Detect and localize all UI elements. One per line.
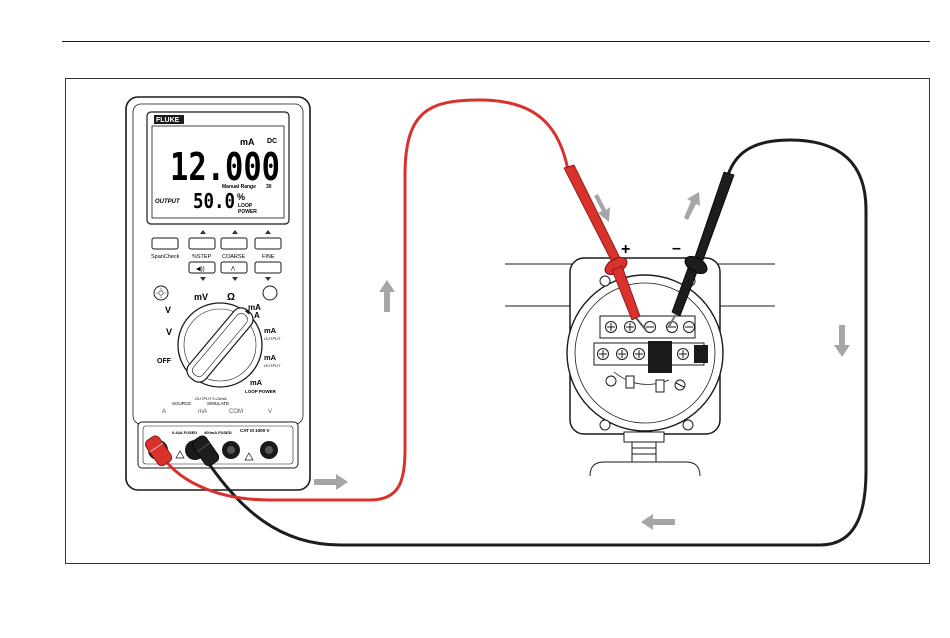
lcd-reading: 12.000: [170, 145, 280, 189]
dial-label-mv: mV: [194, 292, 208, 302]
arrow-right-icon: [314, 474, 348, 490]
source-label: SOURCE: [172, 401, 191, 406]
plus-terminal-label: +: [621, 241, 630, 258]
step-button[interactable]: [189, 238, 215, 249]
arrow-down-icon: [834, 325, 850, 357]
dial-label-ohm: Ω: [227, 292, 235, 303]
conduit-fitting: [632, 442, 656, 462]
round-button[interactable]: [263, 286, 277, 300]
jack-label-com: COM: [229, 409, 243, 415]
rotary-selector-dial[interactable]: [178, 303, 262, 387]
terminal-block-end: [694, 345, 708, 363]
speaker-icon: ◀)): [196, 267, 205, 273]
coarse-button[interactable]: [221, 238, 247, 249]
fuse-label-2: 400mA FUSED: [204, 430, 232, 435]
cat-rating: CAT III 1000 V: [240, 428, 269, 433]
jack-label-ma: mA: [198, 409, 207, 415]
transmitter: + –: [505, 240, 775, 476]
multimeter: FLUKE mA DC 12.000 Manual Range 30 OUTPU…: [126, 97, 310, 490]
lcd-percent-sign: %: [237, 192, 245, 202]
lcd-output-label: OUTPUT: [155, 199, 181, 205]
lcd-range-value: 30: [266, 184, 272, 190]
terminal-tab: [656, 380, 664, 392]
simulate-label: SIMULATE: [207, 401, 229, 406]
jack-label-v: V: [268, 409, 272, 415]
conduit-pipe: [590, 462, 700, 476]
lcd-power-label: POWER: [238, 209, 257, 215]
fine-label: FINE: [262, 254, 275, 260]
spancheck-label: SpanCheck: [151, 254, 180, 260]
dial-label-v-ac: V: [166, 327, 172, 337]
dial-label-ma-output1-sub: OUTPUT: [264, 336, 281, 341]
com-jack-center: [227, 446, 235, 454]
arrow-up-right-icon: [684, 192, 700, 220]
jack-label-a: A: [162, 409, 166, 415]
dial-label-ma-loop-sub: LOOP POWER: [245, 389, 277, 394]
fine-lower-button[interactable]: [255, 262, 281, 273]
dial-label-ma-output2-sub: OUTPUT: [264, 363, 281, 368]
housing-screw: [600, 276, 610, 286]
caret-icon: Λ: [231, 267, 235, 273]
lcd-mode: DC: [267, 138, 277, 145]
step-label: %STEP: [192, 254, 212, 260]
lcd-percent-value: 50.0: [193, 189, 235, 213]
dial-label-ma-output2: mA: [264, 353, 277, 362]
dial-label-ma-loop: mA: [250, 378, 263, 387]
housing-screw: [600, 420, 610, 430]
terminal-block-center: [648, 341, 672, 373]
housing-screw: [683, 420, 693, 430]
arrow-up-icon: [379, 280, 395, 312]
dial-label-v-dc: V: [165, 305, 171, 315]
arrow-left-icon: [641, 514, 675, 530]
spancheck-button[interactable]: [152, 238, 178, 249]
dial-label-off: OFF: [157, 358, 172, 365]
dial-label-ma-output1: mA: [264, 326, 277, 335]
brand-logo: FLUKE: [156, 117, 180, 124]
minus-terminal-label: –: [672, 240, 681, 257]
conduit-nut: [624, 432, 664, 442]
dial-label-a: A: [254, 311, 260, 320]
terminal-tab: [626, 376, 634, 388]
coarse-label: COARSE: [222, 254, 246, 260]
fuse-label-1: 0.44A FUSED: [172, 430, 197, 435]
v-jack-center: [265, 446, 273, 454]
ground-screw: [606, 376, 616, 386]
fine-button[interactable]: [255, 238, 281, 249]
